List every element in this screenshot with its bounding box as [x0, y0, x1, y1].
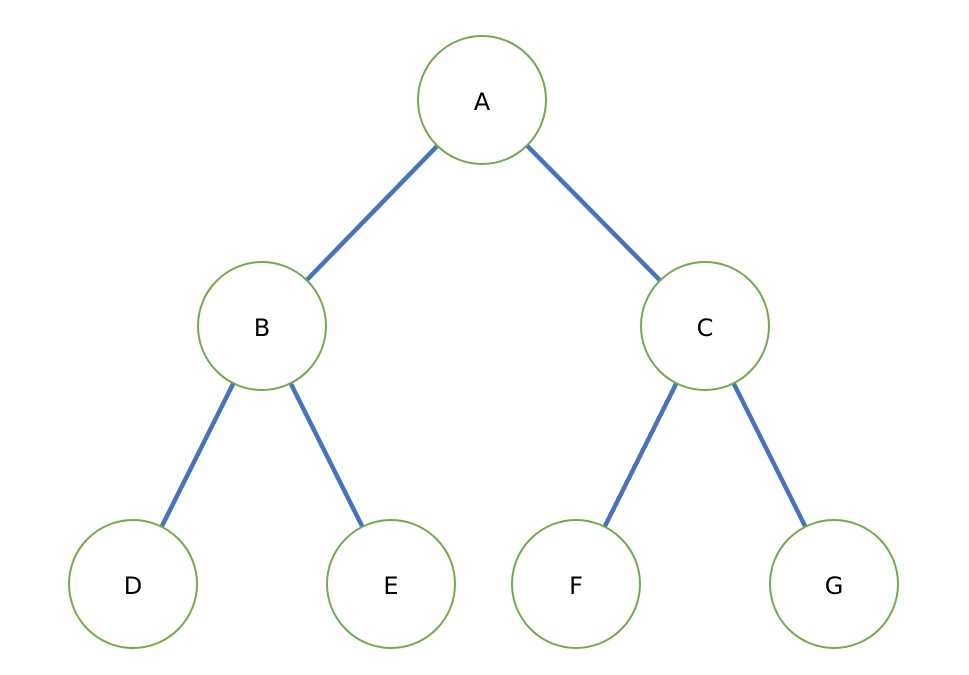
tree-nodes: A B C D E F G: [68, 35, 899, 649]
edge-b-e: [288, 382, 365, 528]
edge-b-d: [159, 382, 236, 528]
node-g: G: [769, 519, 899, 649]
tree-edges: [159, 143, 808, 528]
node-label-a: A: [474, 88, 491, 116]
node-f: F: [511, 519, 641, 649]
node-circle-d: [68, 519, 198, 649]
node-d: D: [68, 519, 198, 649]
node-label-e: E: [383, 572, 398, 600]
node-a: A: [417, 35, 547, 165]
node-circle-a: [417, 35, 547, 165]
node-b: B: [197, 261, 327, 391]
node-circle-e: [326, 519, 456, 649]
node-c: C: [640, 261, 770, 391]
node-circle-f: [511, 519, 641, 649]
node-circle-c: [640, 261, 770, 391]
node-label-d: D: [124, 572, 142, 600]
node-label-g: G: [825, 572, 844, 600]
edge-a-b: [305, 144, 439, 282]
node-circle-g: [769, 519, 899, 649]
node-label-b: B: [254, 314, 270, 342]
edge-c-f: [602, 382, 679, 528]
edge-a-c: [525, 143, 662, 283]
node-label-f: F: [569, 572, 583, 600]
node-e: E: [326, 519, 456, 649]
node-label-c: C: [697, 314, 714, 342]
node-circle-b: [197, 261, 327, 391]
edge-c-g: [731, 382, 808, 528]
